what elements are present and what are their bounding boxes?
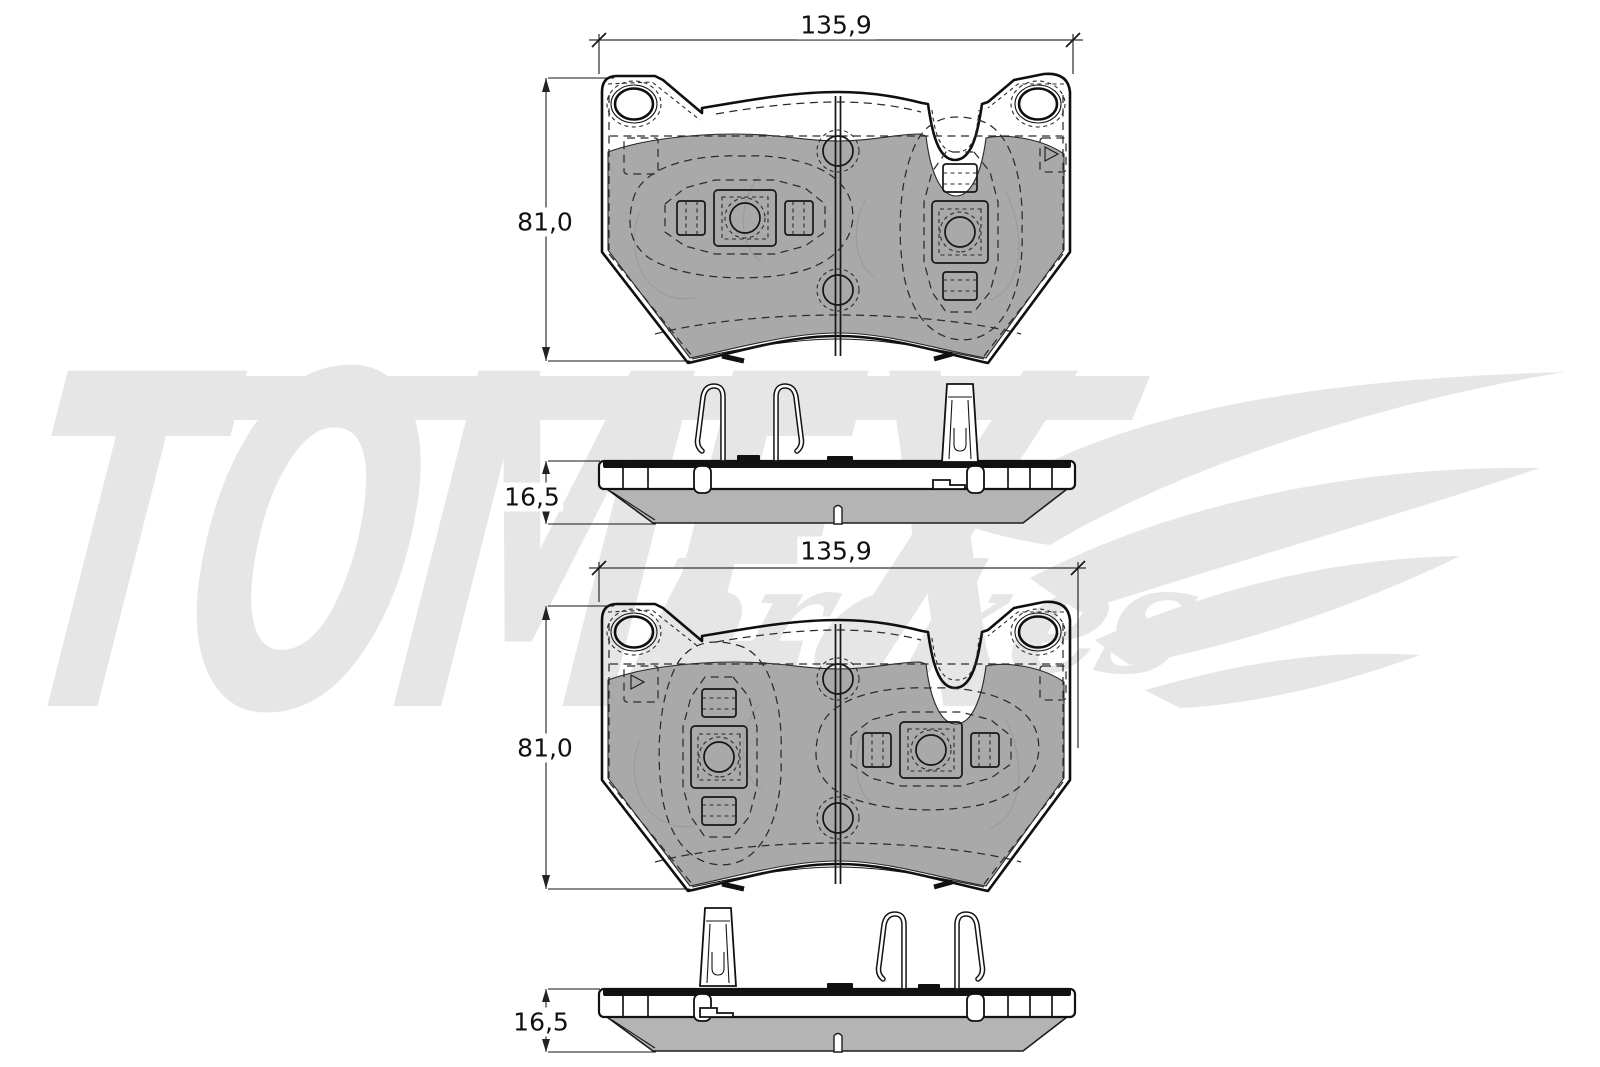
wing-swoosh-icon <box>955 372 1565 708</box>
dim-width-bottom: 135,9 <box>797 536 875 566</box>
dim-height-bottom: 81,0 <box>514 733 576 763</box>
dim-width-top: 135,9 <box>797 10 875 40</box>
dimension-lines <box>542 32 1086 1053</box>
front-view-2 <box>602 602 1070 891</box>
front-view-1 <box>602 74 1070 363</box>
side-view-2 <box>597 907 1077 1054</box>
dim-thickness-bottom: 16,5 <box>510 1007 572 1037</box>
logo-top-bar <box>78 376 1150 420</box>
dim-thickness-top: 16,5 <box>501 482 563 512</box>
side-view-1 <box>597 383 1077 526</box>
dim-height-top: 81,0 <box>514 207 576 237</box>
